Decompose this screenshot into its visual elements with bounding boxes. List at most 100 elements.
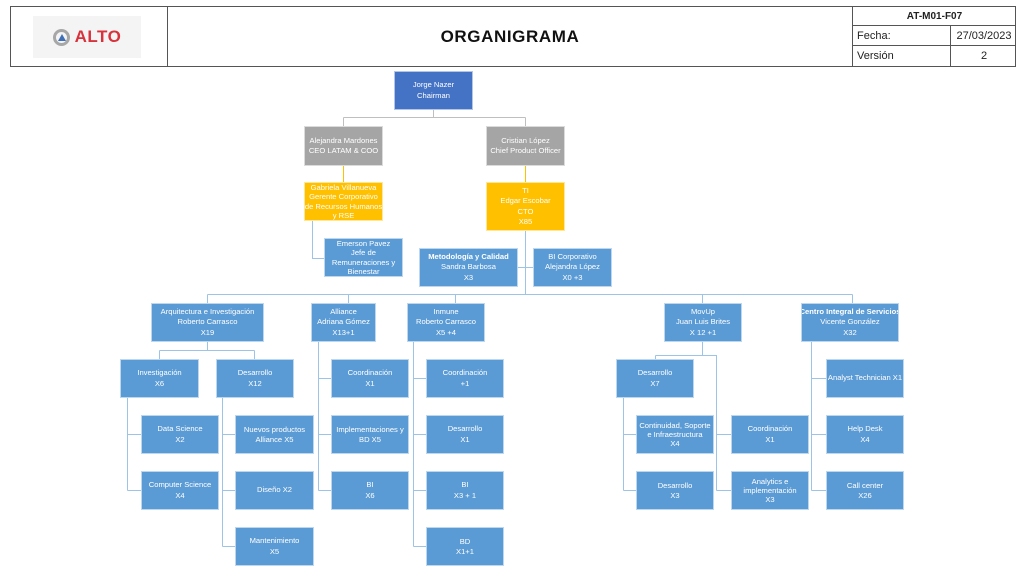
node-count: X12: [248, 378, 262, 388]
node-count: X3: [765, 495, 775, 505]
node-name: Roberto Carrasco: [177, 317, 238, 327]
connector-movup: [655, 342, 731, 491]
node-name: Jorge Nazer: [412, 80, 455, 90]
node-name: Adriana Gómez: [317, 317, 370, 327]
logo-cell: ALTO: [11, 7, 168, 66]
connector-hr-rem: [312, 221, 324, 259]
node-movup: MovUp Juan Luis Brites X 12 +1: [664, 303, 742, 342]
node-remuneraciones: Emerson Pavez Jefe de Remuneraciones y B…: [324, 238, 403, 277]
node-role: y RSE: [332, 210, 355, 220]
node-chairman: Jorge Nazer Chairman: [394, 71, 473, 110]
node-role: Gerente Corporativo: [309, 192, 378, 202]
node-count: X2: [175, 434, 185, 444]
node-count: X5 +4: [435, 327, 457, 337]
node-role: de Recursos Humanos: [304, 201, 383, 211]
node-count: X7: [650, 378, 660, 388]
node-arquitectura: Arquitectura e Investigación Roberto Car…: [151, 303, 264, 342]
node-role: CTO: [517, 206, 534, 216]
node-bi-corporativo: BI Corporativo Alejandra López X0 +3: [533, 248, 612, 287]
node-count: +1: [460, 378, 470, 388]
node-count: X3: [670, 490, 680, 500]
node-alliance-implementaciones: Implementaciones y BD X5: [331, 415, 409, 454]
node-area: Analytics e: [751, 476, 789, 486]
node-inmune-bi: BI X3 + 1: [426, 471, 504, 510]
company-logo: ALTO: [33, 16, 141, 58]
connector-investigacion: [127, 398, 141, 491]
node-alliance-coordinacion: Coordinación X1: [331, 359, 409, 398]
node-investigacion: Investigación X6: [120, 359, 199, 398]
node-area: BI: [461, 480, 469, 490]
document-meta: AT-M01-F07 Fecha: 27/03/2023 Versión 2: [852, 7, 1016, 66]
node-area: Desarrollo: [657, 481, 693, 491]
node-area: Investigación: [137, 368, 182, 378]
node-help-desk: Help Desk X4: [826, 415, 904, 454]
connector-ti-trunk: [518, 231, 533, 295]
node-area: Metodología y Calidad: [428, 252, 509, 262]
node-name: Emerson Pavez: [336, 239, 391, 249]
node-count: X1: [460, 434, 470, 444]
node-analyst-technician: Analyst Technician X1: [826, 359, 904, 398]
date-row: Fecha: 27/03/2023: [853, 26, 1016, 46]
node-area: BI: [366, 480, 374, 490]
node-role: Jefe de: [351, 248, 376, 258]
node-name: Cristian López: [501, 135, 550, 145]
node-name: Gabriela Villanueva: [310, 183, 377, 193]
node-area: Analyst Technician X1: [827, 373, 903, 383]
document-header: ALTO ORGANIGRAMA AT-M01-F07 Fecha: 27/03…: [10, 6, 1016, 67]
date-value: 27/03/2023: [950, 26, 1017, 45]
node-area: BD: [459, 537, 471, 547]
node-alliance-bi: BI X6: [331, 471, 409, 510]
node-area: Alliance: [330, 307, 357, 317]
node-area: MovUp: [690, 307, 716, 317]
node-area: Call center: [846, 481, 884, 491]
node-count: X26: [858, 490, 872, 500]
node-area: Desarrollo: [237, 368, 273, 378]
node-inmune: Inmune Roberto Carrasco X5 +4: [407, 303, 485, 342]
node-movup-desarrollo: Desarrollo X7: [616, 359, 694, 398]
node-area: Coordinación: [347, 368, 393, 378]
node-count: X4: [670, 439, 680, 449]
node-area: Arquitectura e Investigación: [160, 307, 255, 317]
node-area: Implementaciones y: [336, 425, 404, 435]
node-area: Desarrollo: [447, 424, 483, 434]
node-count: Alliance X5: [255, 434, 294, 444]
connector-movup-desarrollo: [623, 398, 636, 491]
node-name: Alejandra López: [545, 262, 600, 272]
node-role: Bienestar: [347, 266, 380, 276]
node-count: X 12 +1: [689, 327, 717, 337]
node-area: Coordinación: [442, 368, 488, 378]
title-cell: ORGANIGRAMA: [168, 7, 852, 66]
version-row: Versión 2: [853, 46, 1016, 66]
node-area: Desarrollo: [637, 368, 673, 378]
node-count: X3: [463, 272, 474, 282]
node-area-cont: implementación: [743, 485, 797, 495]
node-arq-desarrollo: Desarrollo X12: [216, 359, 294, 398]
node-count: BD X5: [359, 434, 381, 444]
node-inmune-desarrollo: Desarrollo X1: [426, 415, 504, 454]
node-ti: TI Edgar Escobar CTO X85: [486, 182, 565, 231]
node-nuevos-productos: Nuevos productos Alliance X5: [235, 415, 314, 454]
node-data-science: Data Science X2: [141, 415, 219, 454]
node-movup-desarrollo-x3: Desarrollo X3: [636, 471, 714, 510]
connector-ti-bus: [207, 294, 853, 303]
node-diseno: Diseño X2: [235, 471, 314, 510]
node-count: X4: [175, 490, 185, 500]
node-count: X6: [154, 378, 165, 388]
logo-triangle-icon: [52, 28, 70, 46]
node-area: Computer Science: [148, 480, 212, 490]
connector-inmune: [413, 342, 426, 547]
node-count: X5: [269, 546, 280, 556]
node-role: Chairman: [417, 90, 450, 100]
connector-arquitectura: [159, 342, 255, 359]
node-continuidad: Continuidad, Soporte e Infraestructura X…: [636, 415, 714, 454]
node-count: X1+1: [456, 546, 474, 556]
node-count: X13+1: [332, 327, 355, 337]
node-area: TI: [522, 186, 529, 195]
connector-alliance: [318, 342, 331, 491]
document-code: AT-M01-F07: [853, 7, 1016, 26]
node-area: Help Desk: [847, 424, 883, 434]
version-value: 2: [950, 46, 1017, 66]
node-role: Remuneraciones y: [331, 257, 396, 267]
node-name: Edgar Escobar: [500, 196, 551, 206]
